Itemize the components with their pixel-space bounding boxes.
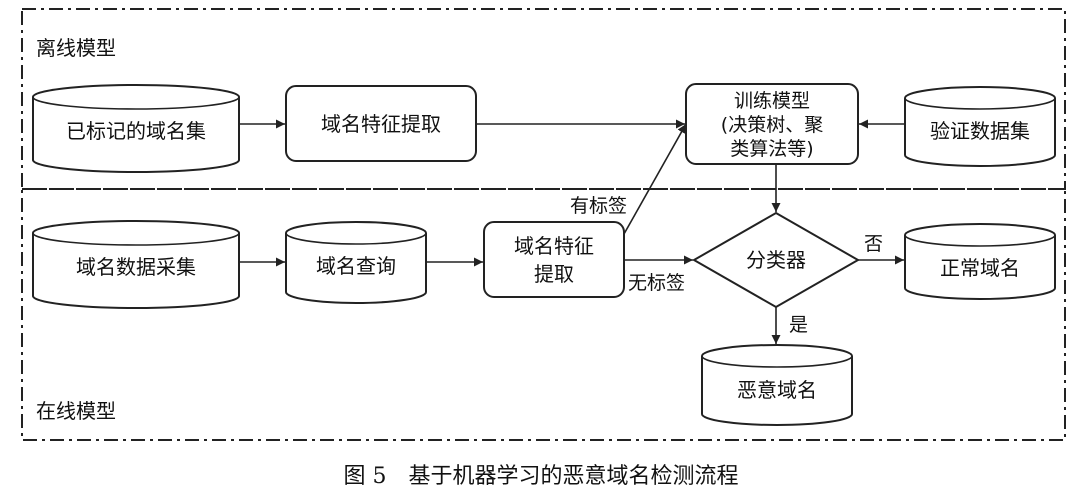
normal-domain-node: 正常域名 <box>904 223 1056 300</box>
edge-label-yes: 是 <box>789 314 808 336</box>
validation-set-node: 验证数据集 <box>904 86 1056 167</box>
edge-labeled-to-train <box>623 123 687 235</box>
malicious-domain-node: 恶意域名 <box>701 344 853 426</box>
online-feature-extraction-node: 域名特征 提取 <box>483 221 625 298</box>
labeled-domain-set-cylinder-rim <box>32 96 240 110</box>
train-model-label-line1: 训练模型 <box>734 90 810 112</box>
malicious-domain-label: 恶意域名 <box>737 378 817 402</box>
labeled-domain-set-label: 已标记的域名集 <box>66 119 206 143</box>
edge-label-labeled: 有标签 <box>570 195 627 217</box>
data-collection-label: 域名数据采集 <box>76 255 196 279</box>
labeled-domain-set-node: 已标记的域名集 <box>32 84 240 173</box>
figure-caption: 图 5 基于机器学习的恶意域名检测流程 <box>344 464 739 489</box>
domain-query-node: 域名查询 <box>285 221 427 304</box>
train-model-label-line2: (决策树、聚 <box>721 114 823 136</box>
edge-label-unlabeled: 无标签 <box>628 272 685 294</box>
domain-query-cylinder-rim <box>285 232 427 245</box>
malicious-domain-cylinder-rim <box>701 355 853 368</box>
online-region-label: 在线模型 <box>36 399 116 423</box>
train-model-node: 训练模型 (决策树、聚 类算法等) <box>685 83 859 165</box>
data-collection-cylinder-rim <box>32 232 240 246</box>
offline-feature-extraction-node: 域名特征提取 <box>285 85 477 162</box>
validation-set-cylinder-rim <box>904 97 1056 110</box>
offline-region: 离线模型 <box>21 8 1066 190</box>
train-model-label-line3: 类算法等) <box>730 138 813 160</box>
classifier-label: 分类器 <box>746 248 806 272</box>
validation-set-label: 验证数据集 <box>930 119 1030 143</box>
online-feature-extraction-label-line2: 提取 <box>534 262 574 286</box>
offline-feature-extraction-label: 域名特征提取 <box>321 112 441 136</box>
edges <box>239 119 905 344</box>
offline-region-border <box>21 8 1066 190</box>
online-feature-extraction-label-line1: 域名特征 <box>514 234 594 258</box>
classifier-node: 分类器 <box>691 211 861 309</box>
normal-domain-label: 正常域名 <box>940 256 1020 280</box>
offline-region-label: 离线模型 <box>36 36 116 60</box>
data-collection-node: 域名数据采集 <box>32 220 240 309</box>
domain-query-label: 域名查询 <box>316 254 396 278</box>
edge-label-no: 否 <box>864 233 883 255</box>
normal-domain-cylinder <box>904 223 1056 300</box>
normal-domain-cylinder-rim <box>904 234 1056 247</box>
